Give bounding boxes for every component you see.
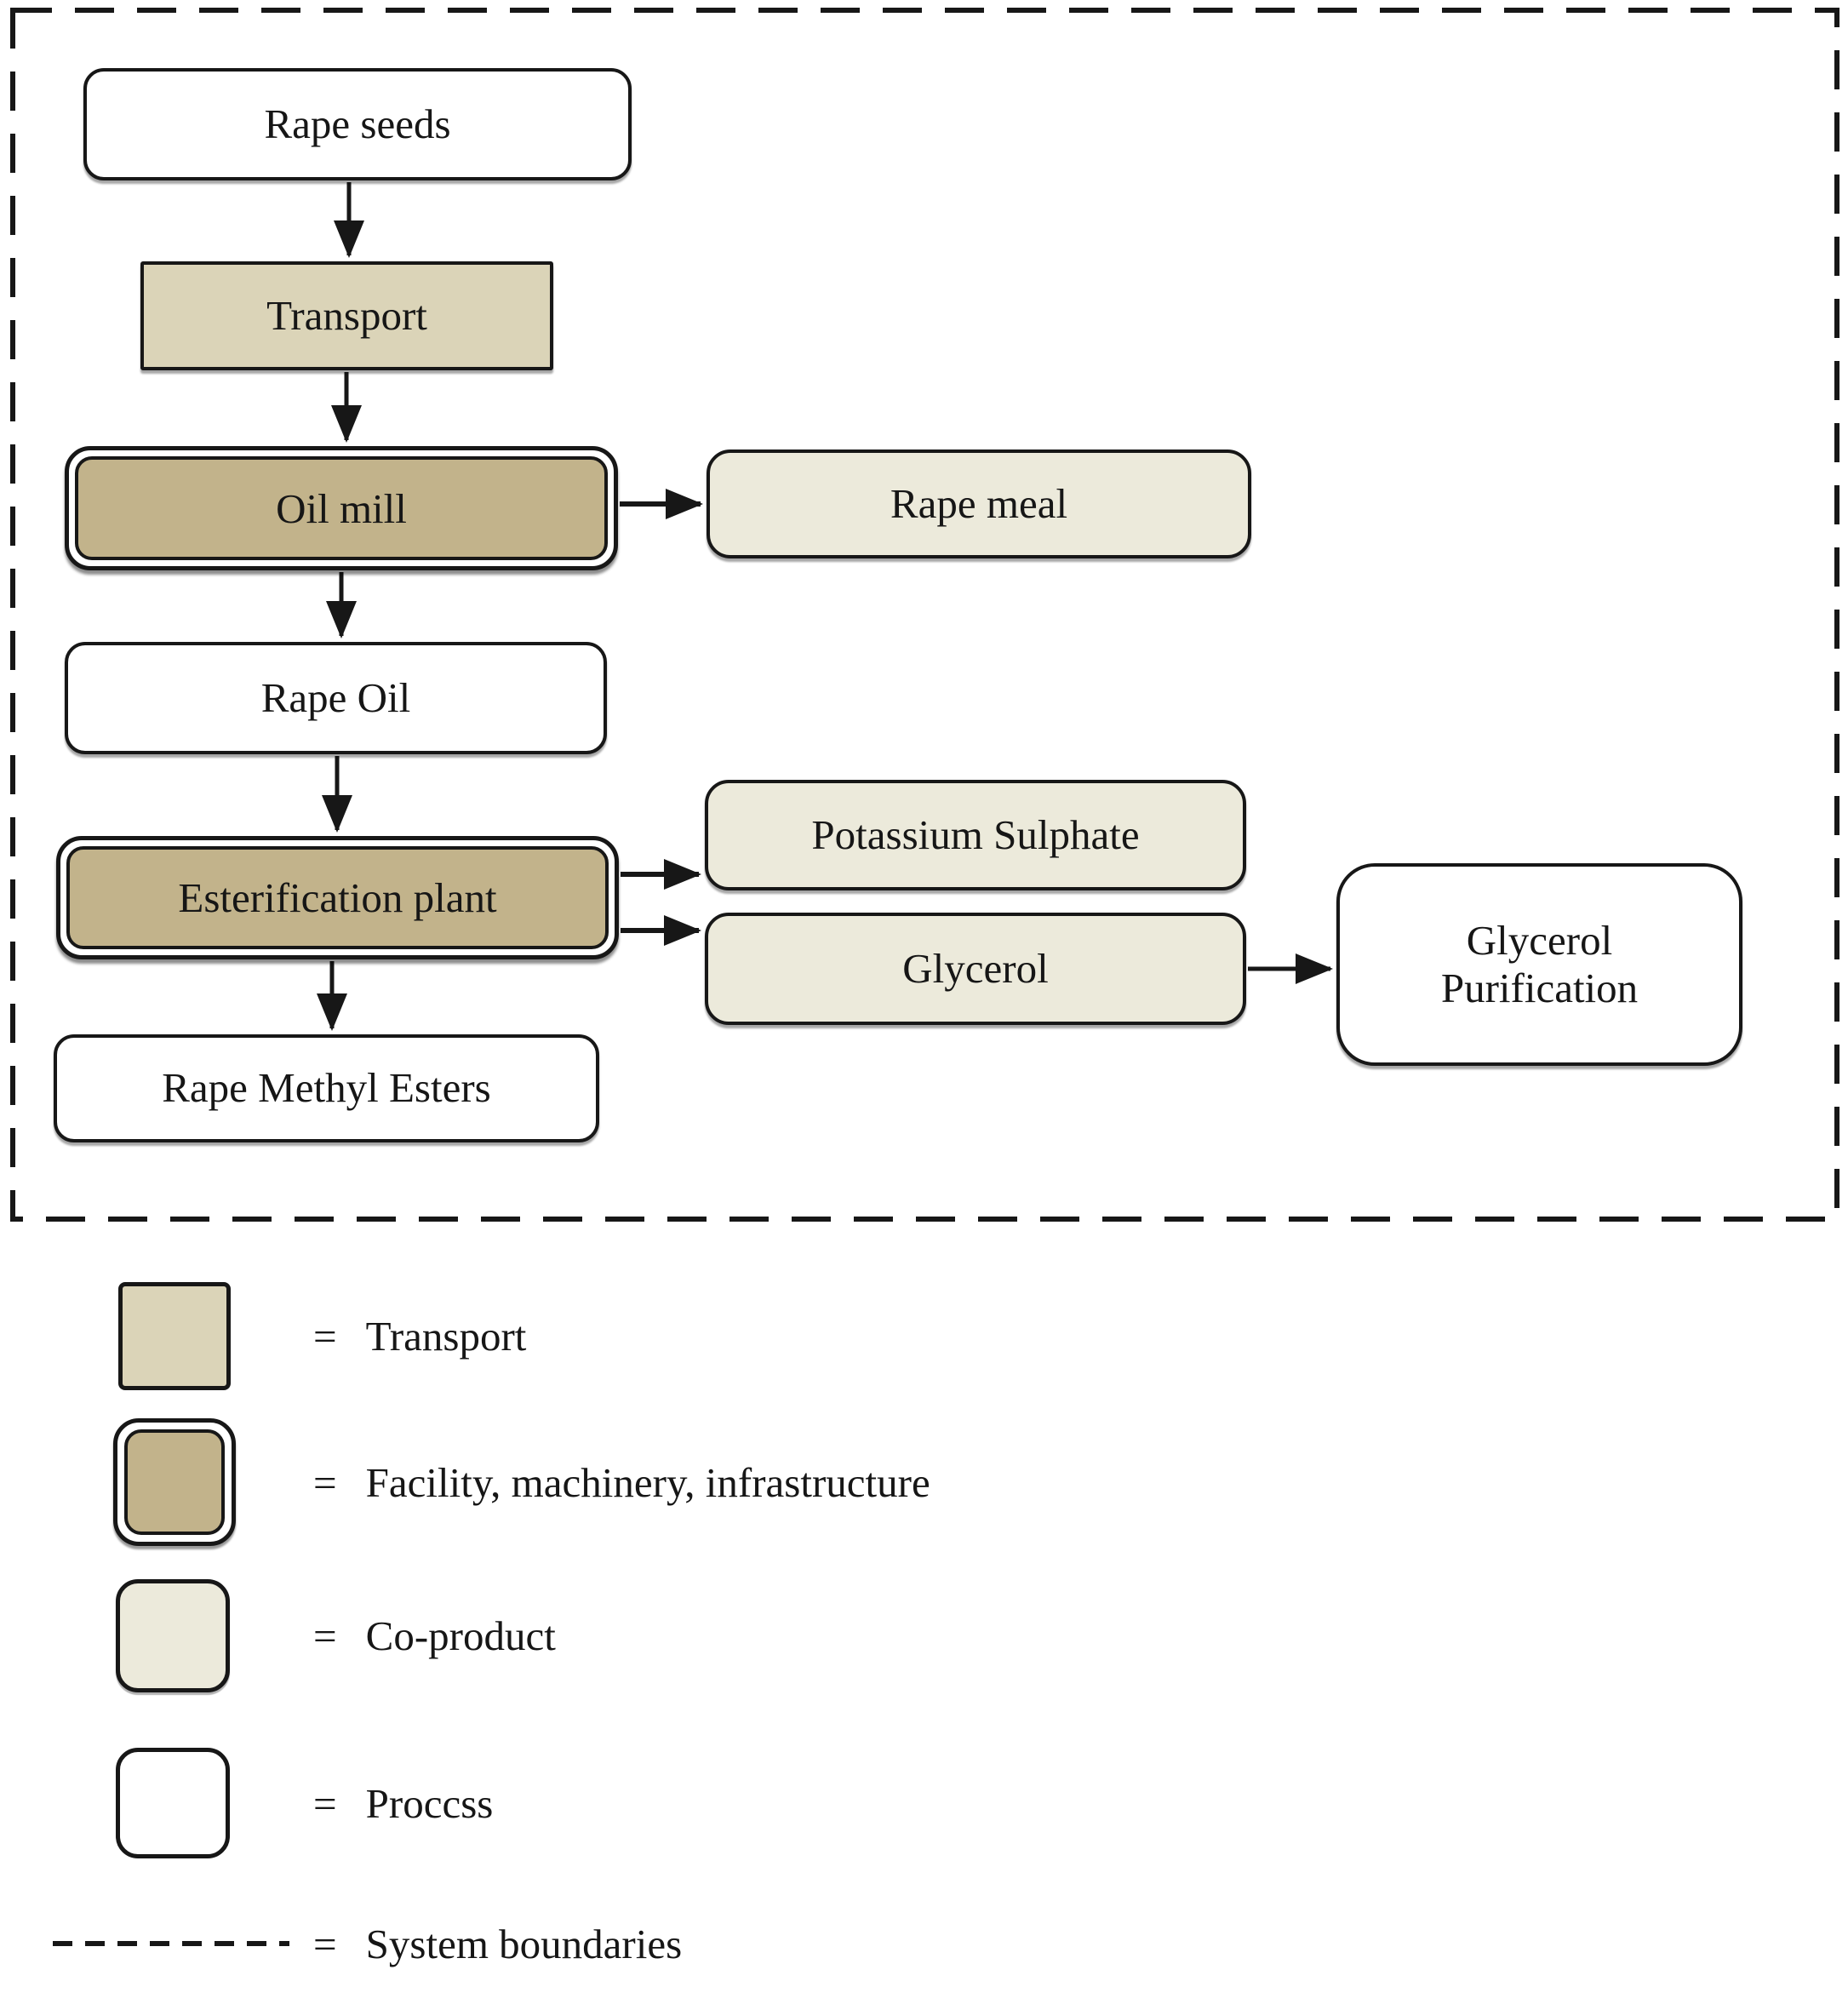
node-label: Rape meal xyxy=(890,479,1068,527)
node-rape-methyl-esters: Rape Methyl Esters xyxy=(54,1034,599,1142)
equals-sign: = xyxy=(313,1779,337,1827)
equals-sign: = xyxy=(313,1312,337,1360)
node-oil-mill-inner: Oil mill xyxy=(75,456,608,560)
node-rape-oil: Rape Oil xyxy=(65,642,607,754)
node-potassium-sulphate: Potassium Sulphate xyxy=(705,780,1246,890)
legend-swatch-co-product xyxy=(116,1579,230,1692)
equals-sign: = xyxy=(313,1458,337,1506)
node-label: Glycerol xyxy=(902,944,1049,992)
node-oil-mill: Oil mill xyxy=(65,446,618,570)
legend-swatch-facility-inner xyxy=(124,1429,225,1535)
node-label: Glycerol Purification xyxy=(1440,916,1639,1011)
node-glycerol: Glycerol xyxy=(705,913,1246,1025)
node-label: Potassium Sulphate xyxy=(811,810,1140,858)
node-label: Oil mill xyxy=(276,484,407,532)
node-label: Rape seeds xyxy=(264,100,451,147)
legend-swatch-process xyxy=(116,1748,230,1858)
node-transport: Transport xyxy=(140,261,553,370)
legend-swatch-facility xyxy=(113,1418,236,1546)
legend-label: Transport xyxy=(365,1312,527,1360)
node-esterification-plant-inner: Esterification plant xyxy=(66,846,609,949)
legend-item-system-boundaries: = System boundaries xyxy=(313,1913,682,1974)
legend-label: Proccss xyxy=(365,1779,494,1827)
legend-item-transport: = Transport xyxy=(313,1305,526,1366)
legend-item-process: = Proccss xyxy=(313,1772,493,1834)
node-label: Transport xyxy=(266,291,427,339)
legend-item-facility: = Facility, machinery, infrastructure xyxy=(313,1451,930,1513)
legend-swatch-transport xyxy=(118,1282,231,1390)
node-rape-seeds: Rape seeds xyxy=(83,68,632,180)
node-label: Rape Methyl Esters xyxy=(162,1064,491,1112)
system-boundary-dashed-box xyxy=(10,8,1839,1222)
legend-item-co-product: = Co-product xyxy=(313,1605,556,1666)
node-label: Rape Oil xyxy=(260,673,411,721)
node-glycerol-purification: Glycerol Purification xyxy=(1336,863,1742,1066)
equals-sign: = xyxy=(313,1920,337,1967)
node-esterification-plant: Esterification plant xyxy=(56,836,619,959)
equals-sign: = xyxy=(313,1612,337,1659)
legend-label: Facility, machinery, infrastructure xyxy=(365,1458,930,1506)
legend-label: Co-product xyxy=(365,1612,556,1659)
node-label: Esterification plant xyxy=(178,874,497,921)
legend-label: System boundaries xyxy=(365,1920,683,1967)
node-rape-meal: Rape meal xyxy=(707,449,1251,558)
